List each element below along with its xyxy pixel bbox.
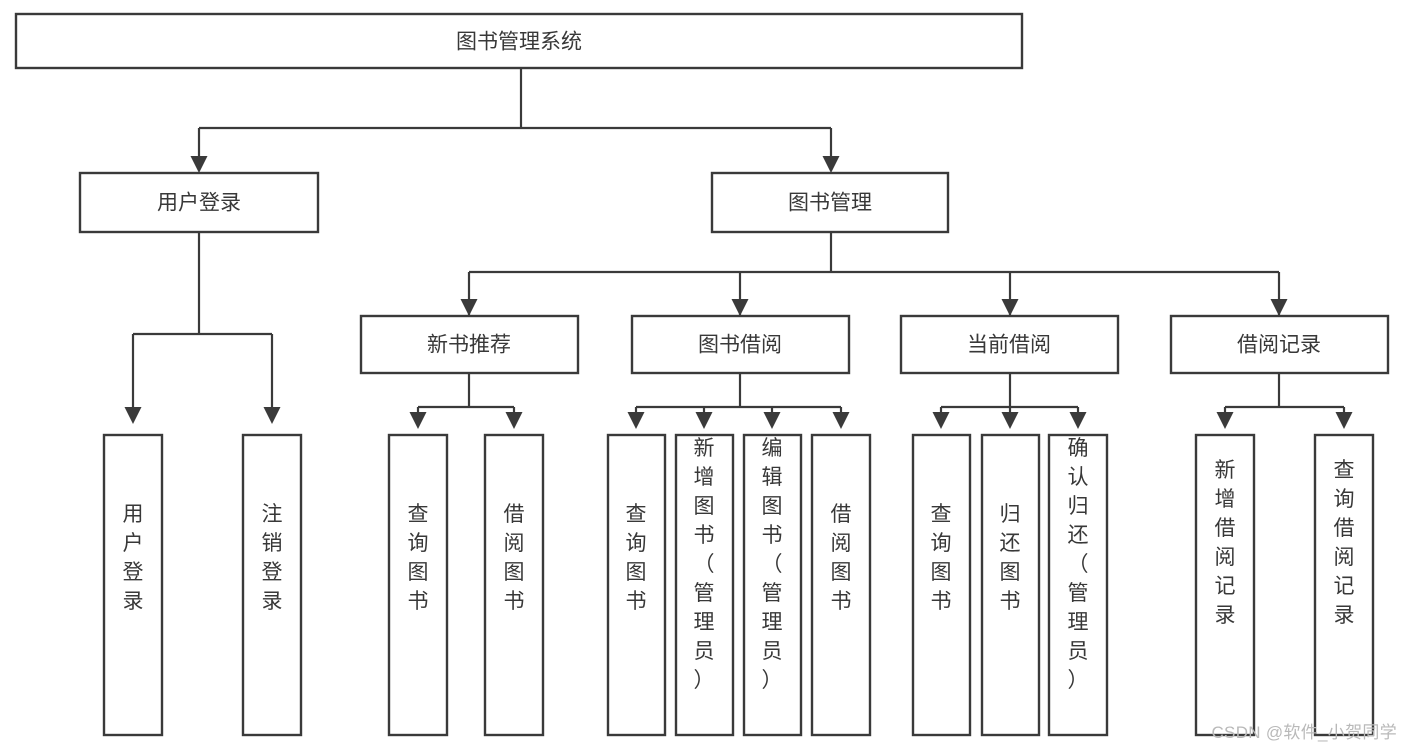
- connectors-newbook-to-leaves: [409, 373, 523, 429]
- node-leaf-query-book-rec-label: 查询图书: [408, 503, 429, 613]
- node-new-book-recommend-label: 新书推荐: [427, 334, 511, 357]
- node-leaf-edit-book-label: 编辑图书（管理员）: [762, 437, 783, 692]
- arrow-down-icon: [627, 412, 645, 429]
- node-leaf-logout-login-label: 注销登录: [262, 503, 283, 613]
- node-book-borrow[interactable]: 图书借阅: [630, 314, 851, 375]
- node-leaf-edit-book[interactable]: 编辑图书（管理员）: [742, 433, 803, 737]
- node-root-label: 图书管理系统: [456, 31, 582, 54]
- node-leaf-logout-login[interactable]: 注销登录: [241, 433, 303, 737]
- node-borrow-record[interactable]: 借阅记录: [1169, 314, 1390, 375]
- node-leaf-query-book-current-label: 查询图书: [931, 503, 952, 613]
- connectors-bookborrow-to-leaves: [627, 373, 850, 429]
- arrow-down-icon: [1216, 412, 1234, 429]
- arrow-down-icon: [505, 412, 523, 429]
- node-book-management-label: 图书管理: [788, 192, 872, 215]
- connectors-root-to-level1: [190, 68, 840, 173]
- node-leaf-add-record-label: 新增借阅记录: [1215, 459, 1236, 627]
- arrow-down-icon: [1001, 412, 1019, 429]
- node-leaf-query-record[interactable]: 查询借阅记录: [1313, 433, 1375, 737]
- node-leaf-add-record[interactable]: 新增借阅记录: [1194, 433, 1256, 737]
- arrow-down-icon: [932, 412, 950, 429]
- arrow-down-icon: [1069, 412, 1087, 429]
- node-leaf-return-book[interactable]: 归还图书: [980, 433, 1041, 737]
- node-leaf-borrow-book[interactable]: 借阅图书: [810, 433, 872, 737]
- node-leaf-query-book-current[interactable]: 查询图书: [911, 433, 972, 737]
- node-leaf-query-record-label: 查询借阅记录: [1334, 459, 1355, 627]
- node-leaf-user-login[interactable]: 用户登录: [102, 433, 164, 737]
- node-current-borrow-label: 当前借阅: [967, 334, 1051, 357]
- node-book-borrow-label: 图书借阅: [698, 334, 782, 357]
- node-user-login[interactable]: 用户登录: [78, 171, 320, 234]
- node-root[interactable]: 图书管理系统: [14, 12, 1024, 70]
- node-leaf-borrow-book-rec[interactable]: 借阅图书: [483, 433, 545, 737]
- arrow-down-icon: [190, 156, 208, 173]
- node-leaf-borrow-book-rec-label: 借阅图书: [504, 503, 525, 613]
- arrow-down-icon: [695, 412, 713, 429]
- node-current-borrow[interactable]: 当前借阅: [899, 314, 1120, 375]
- node-leaf-query-book-borrow[interactable]: 查询图书: [606, 433, 667, 737]
- arrow-down-icon: [763, 412, 781, 429]
- node-leaf-return-book-label: 归还图书: [1000, 503, 1021, 613]
- connectors-currentborrow-to-leaves: [932, 373, 1087, 429]
- node-user-login-label: 用户登录: [157, 192, 241, 215]
- node-new-book-recommend[interactable]: 新书推荐: [359, 314, 580, 375]
- connectors-userlogin-to-leaves: [124, 232, 281, 424]
- arrow-down-icon: [409, 412, 427, 429]
- node-leaf-confirm-return[interactable]: 确认归还（管理员）: [1047, 433, 1109, 737]
- connectors-bookmgmt-to-level2: [460, 232, 1288, 316]
- node-leaf-user-login-label: 用户登录: [123, 503, 144, 613]
- connectors-borrowrecord-to-leaves: [1216, 373, 1353, 429]
- arrow-down-icon: [263, 407, 281, 424]
- node-leaf-query-book-rec[interactable]: 查询图书: [387, 433, 449, 737]
- arrow-down-icon: [124, 407, 142, 424]
- arrow-down-icon: [832, 412, 850, 429]
- node-leaf-query-book-borrow-label: 查询图书: [626, 503, 647, 613]
- arrow-down-icon: [822, 156, 840, 173]
- node-leaf-add-book[interactable]: 新增图书（管理员）: [674, 433, 735, 737]
- arrow-down-icon: [1335, 412, 1353, 429]
- node-borrow-record-label: 借阅记录: [1237, 334, 1321, 357]
- node-book-management[interactable]: 图书管理: [710, 171, 950, 234]
- node-leaf-confirm-return-label: 确认归还（管理员）: [1068, 437, 1089, 692]
- node-leaf-add-book-label: 新增图书（管理员）: [694, 437, 715, 692]
- node-leaf-borrow-book-label: 借阅图书: [831, 503, 852, 613]
